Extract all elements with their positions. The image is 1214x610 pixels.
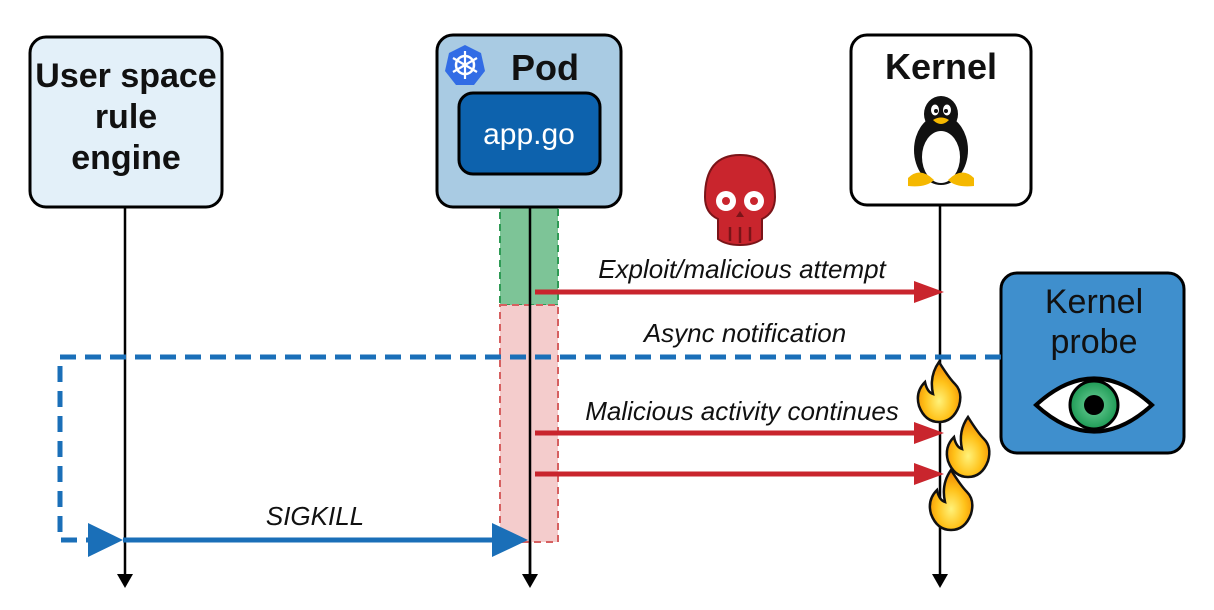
fire-icon	[928, 467, 974, 532]
engine-label-line1: User space	[35, 57, 216, 95]
continues-arrow-2	[535, 463, 944, 485]
pod-box: Pod app.go	[435, 33, 623, 209]
kubernetes-icon	[445, 45, 485, 85]
skull-icon	[703, 153, 777, 247]
probe-box: Kernel probe	[999, 271, 1186, 455]
sigkill-arrow: SIGKILL	[88, 501, 528, 557]
eye-icon	[1033, 376, 1155, 434]
engine-label-line2: rule	[95, 98, 157, 136]
fire-icon	[945, 414, 991, 479]
linux-penguin-icon	[908, 96, 974, 187]
kernel-box: Kernel	[849, 33, 1033, 207]
probe-label-line2: probe	[1051, 323, 1138, 361]
app-label: app.go	[483, 118, 575, 151]
kernel-title: Kernel	[885, 46, 997, 87]
engine-label-line3: engine	[71, 139, 181, 177]
app-box	[457, 91, 602, 176]
sigkill-label: SIGKILL	[266, 501, 364, 531]
continues-arrow-1: Malicious activity continues	[535, 396, 944, 444]
lifeline-engine	[117, 207, 133, 588]
exploit-arrow: Exploit/malicious attempt	[535, 254, 944, 303]
continues-label: Malicious activity continues	[585, 396, 899, 426]
engine-box: User space rule engine	[28, 35, 224, 209]
probe-label-line1: Kernel	[1045, 283, 1143, 321]
pod-title: Pod	[511, 47, 579, 88]
fire-icon	[916, 359, 962, 424]
async-label: Async notification	[642, 318, 846, 348]
async-notification-arrow: Async notification	[57, 318, 1001, 543]
exploit-label: Exploit/malicious attempt	[598, 254, 887, 284]
